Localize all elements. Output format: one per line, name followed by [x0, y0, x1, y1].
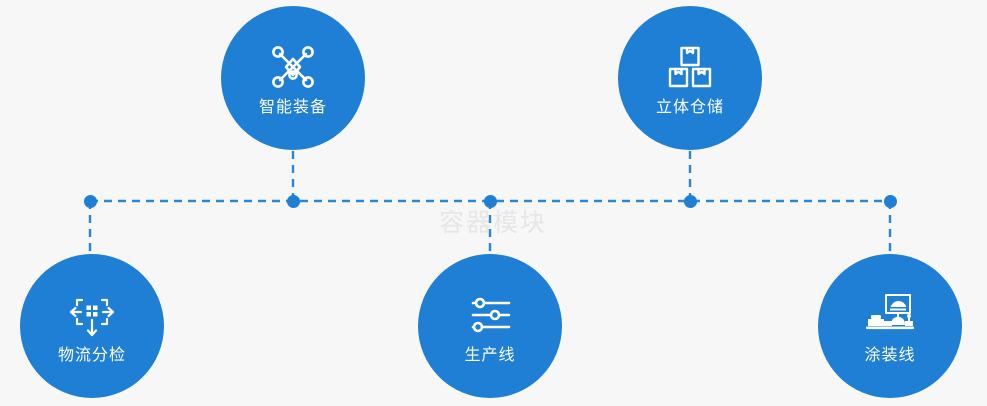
node-smart-equipment[interactable]: 智能装备 — [221, 6, 365, 150]
bus-dot-painting-line[interactable] — [883, 194, 897, 208]
node-painting-line[interactable]: 涂装线 — [818, 254, 962, 398]
node-label: 智能装备 — [258, 97, 327, 116]
network-nodes-icon — [267, 41, 319, 93]
watermark-text: 容器模块 — [438, 208, 547, 237]
bus-dot-stereo-warehouse[interactable] — [683, 194, 697, 208]
node-production-line[interactable]: 生产线 — [418, 254, 562, 398]
node-label: 生产线 — [464, 345, 516, 364]
paint-booth-icon — [864, 289, 916, 341]
node-stereo-warehouse[interactable]: 立体仓储 — [618, 6, 762, 150]
stacked-boxes-icon — [664, 41, 716, 93]
sorting-arrows-icon — [66, 289, 118, 341]
bus-dot-production-line[interactable] — [483, 194, 497, 208]
bus-dot-logistics-sorting[interactable] — [83, 194, 97, 208]
sliders-icon — [464, 289, 516, 341]
node-logistics-sorting[interactable]: 物流分检 — [20, 254, 164, 398]
bus-dot-smart-equipment[interactable] — [286, 194, 300, 208]
node-label: 涂装线 — [864, 345, 916, 364]
node-label: 立体仓储 — [655, 97, 724, 116]
node-label: 物流分检 — [57, 345, 126, 364]
